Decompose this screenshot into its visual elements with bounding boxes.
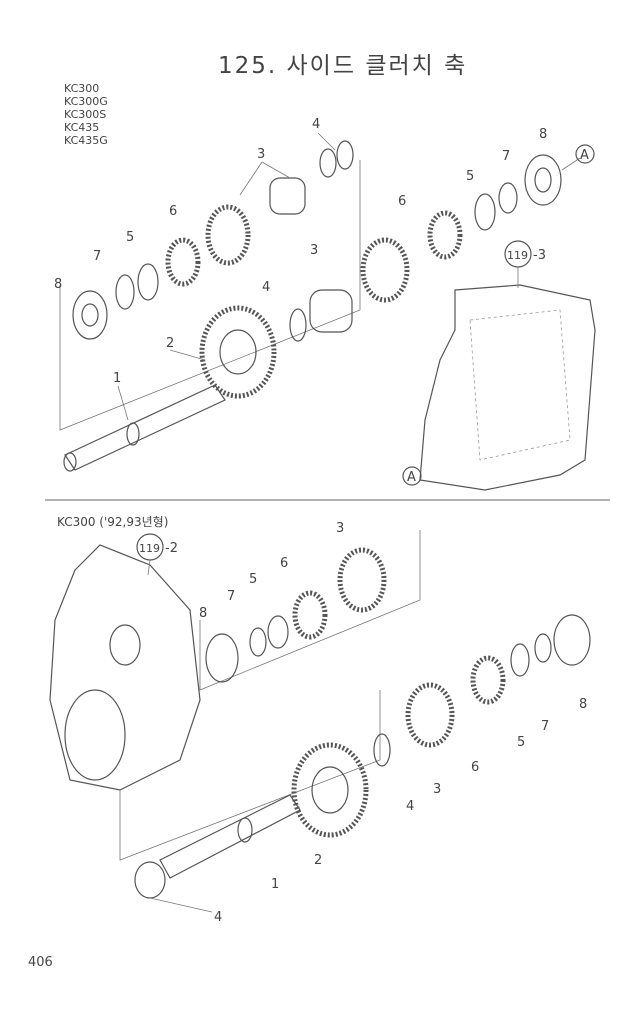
housing-119-3	[419, 284, 596, 491]
callout: 6	[398, 194, 406, 209]
callout: 5	[126, 230, 134, 245]
page-title: 125. 사이드 클러치 축	[218, 53, 468, 79]
snap-ring-7	[249, 627, 267, 657]
model-item: KC300S	[64, 108, 107, 121]
ref-circle-a	[402, 466, 422, 486]
model-list: KC300 KC300G KC300S KC435 KC435G	[64, 82, 108, 147]
ref-label: A	[580, 148, 589, 163]
spring-6	[165, 237, 201, 287]
bearing-8b	[524, 154, 562, 206]
callout: 6	[169, 204, 177, 219]
ref-circle-a	[575, 144, 595, 164]
sleeve-3b	[309, 289, 353, 333]
spring-6	[292, 590, 328, 640]
callout: 5	[466, 169, 474, 184]
shaft-1	[159, 794, 301, 879]
callout: 6	[471, 760, 479, 775]
callout: 7	[502, 149, 510, 164]
ref-label: 119	[139, 542, 160, 555]
model-item: KC435G	[64, 134, 108, 147]
callout: 5	[517, 735, 525, 750]
callout: 8	[54, 277, 62, 292]
snap-ring-7b	[534, 633, 552, 663]
callout: 2	[166, 336, 174, 351]
bottom-assembly: 3 6 5 7 8 8 7 5 6 3 4 2 1 4 119 -2	[49, 521, 591, 925]
bearing-8	[205, 633, 239, 683]
bearing-8	[72, 290, 108, 340]
clutch-gear-3b	[360, 237, 410, 303]
callout: 1	[271, 877, 279, 892]
callout: 5	[249, 572, 257, 587]
callout: 3	[310, 243, 318, 258]
bearing-8b	[553, 614, 591, 666]
callout: 7	[227, 589, 235, 604]
callout: 4	[262, 280, 270, 295]
ring-4c	[134, 861, 166, 899]
shaft-1	[63, 384, 226, 472]
model-item: KC300G	[64, 95, 108, 108]
gear-2	[199, 305, 277, 399]
washer-5b	[474, 193, 496, 231]
ref-label: -2	[165, 541, 178, 556]
top-assembly: 4 3 8 7 5 6 6 5 7 8 3 4 2 1 A 119 -3 A	[54, 117, 596, 491]
callout: 8	[539, 127, 547, 142]
callout: 3	[257, 147, 265, 162]
page-number: 406	[28, 955, 53, 970]
clutch-gear-3b	[405, 682, 455, 748]
washer-5b	[510, 643, 530, 677]
flange	[64, 689, 126, 781]
callout: 4	[214, 910, 222, 925]
washer-5	[267, 615, 289, 649]
housing-119-2	[49, 544, 201, 791]
callout: 8	[579, 697, 587, 712]
callout: 3	[336, 521, 344, 536]
sleeve-3	[269, 177, 306, 215]
ref-label: -3	[533, 248, 546, 263]
callout: 4	[312, 117, 320, 132]
section2-label: KC300 ('92,93년형)	[57, 515, 169, 529]
ring-4	[319, 148, 337, 178]
callout: 7	[93, 249, 101, 264]
callout: 4	[406, 799, 414, 814]
callout: 8	[199, 606, 207, 621]
washer-5	[137, 263, 159, 301]
callout: 7	[541, 719, 549, 734]
snap-ring-7	[115, 274, 135, 310]
callout: 3	[433, 782, 441, 797]
callout: 1	[113, 371, 121, 386]
clutch-gear-3	[205, 204, 251, 266]
model-item: KC435	[64, 121, 100, 134]
clutch-gear-3	[337, 547, 387, 613]
model-item: KC300	[64, 82, 100, 95]
ref-label: 119	[507, 249, 528, 262]
callout: 2	[314, 853, 322, 868]
gear-2	[291, 742, 369, 838]
ring-4	[373, 733, 391, 767]
ref-label: A	[407, 470, 416, 485]
snap-ring-7b	[498, 182, 518, 214]
callout: 6	[280, 556, 288, 571]
spring-6b	[427, 210, 463, 260]
spring-6b	[470, 655, 506, 705]
ring-4b	[289, 308, 307, 342]
